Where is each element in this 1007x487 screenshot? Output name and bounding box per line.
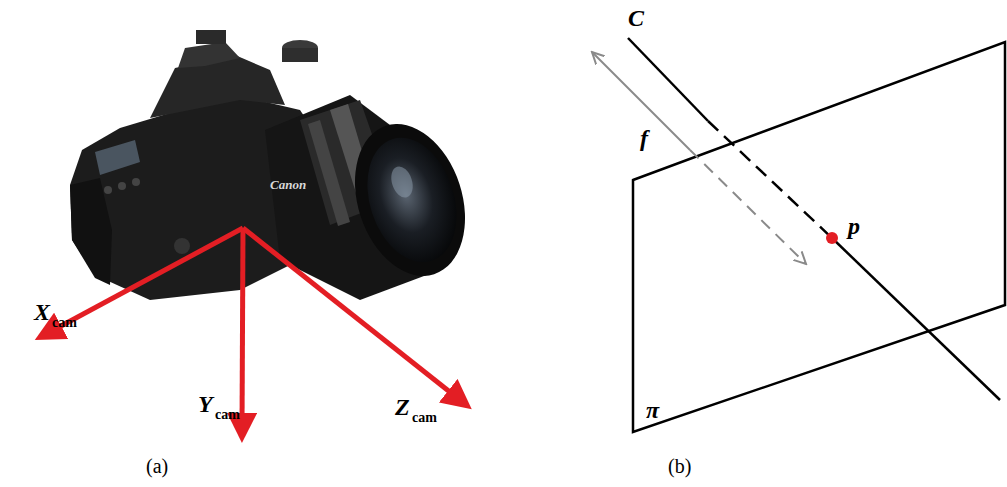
plane-label: π bbox=[646, 398, 659, 422]
axis-subscript: cam bbox=[412, 411, 437, 425]
optical-axis bbox=[628, 38, 1000, 400]
point-label: p bbox=[848, 214, 860, 238]
panel-caption: (a) bbox=[146, 456, 168, 476]
axis-name: Z bbox=[395, 395, 410, 419]
axis-subscript: cam bbox=[215, 408, 240, 422]
principal-point bbox=[826, 232, 838, 244]
brand-text: Canon bbox=[270, 178, 306, 191]
point-label: C bbox=[628, 6, 644, 30]
x-axis bbox=[48, 228, 243, 333]
axis-name: Y bbox=[198, 392, 213, 416]
camera-axes bbox=[48, 228, 460, 428]
focal-length-dimension bbox=[592, 52, 806, 264]
y-axis bbox=[242, 228, 243, 428]
panel-caption: (b) bbox=[668, 456, 691, 476]
z-axis bbox=[243, 228, 460, 400]
axis-name: X bbox=[34, 300, 50, 324]
dimension-label: f bbox=[640, 126, 648, 150]
camera-illustration bbox=[70, 30, 484, 300]
axis-subscript: cam bbox=[52, 316, 77, 330]
